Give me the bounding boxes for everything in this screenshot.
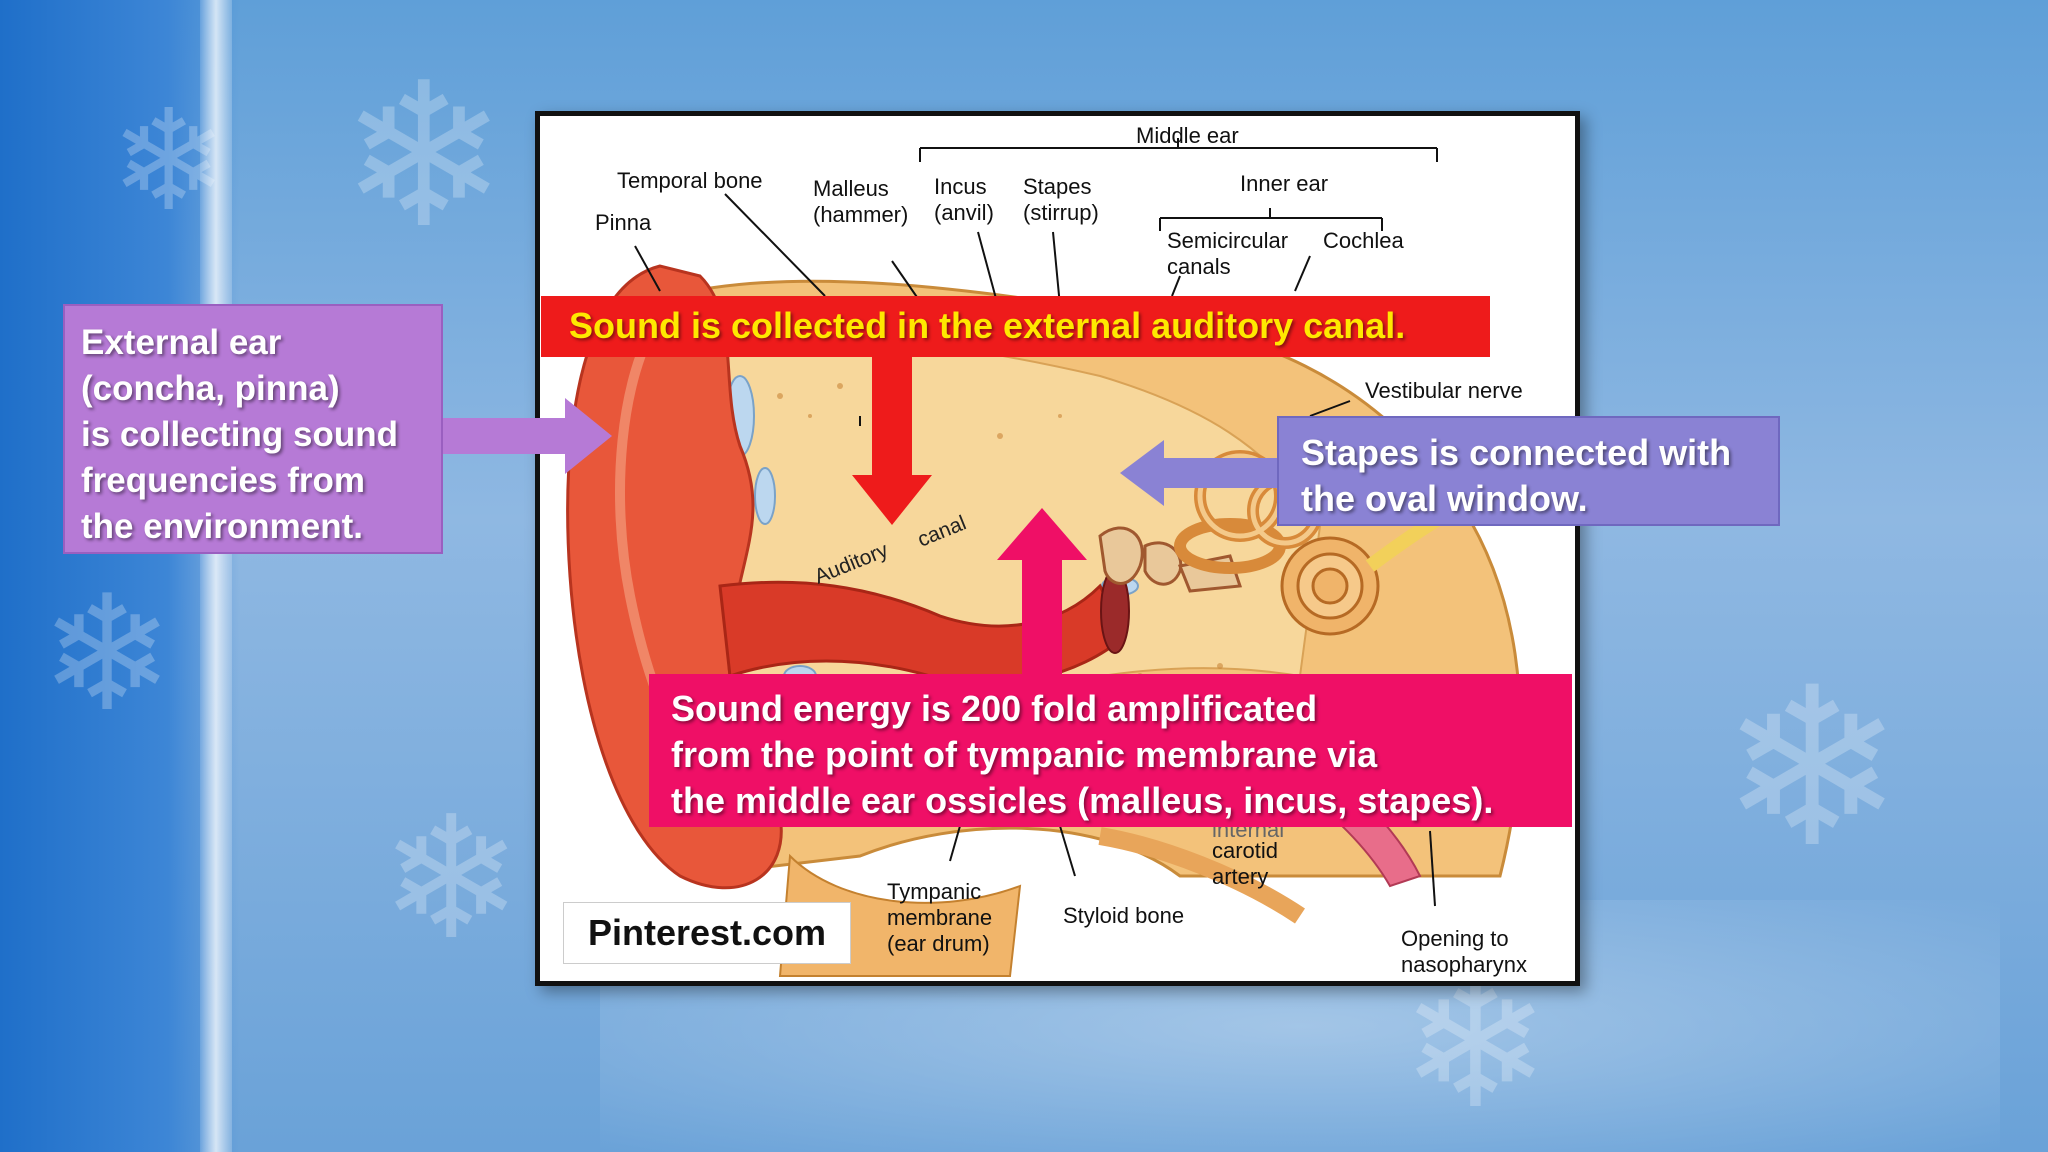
label-semicircular-canals: Semicircular canals	[1167, 228, 1289, 279]
external-ear-arrow	[440, 398, 612, 474]
amplified-callout: Sound energy is 200 fold amplificated fr…	[649, 674, 1572, 827]
label-opening-to-nasopharynx: Opening to nasopharynx	[1401, 926, 1527, 977]
collected-down-arrow	[852, 357, 932, 525]
snowflake-icon: ❄	[340, 40, 508, 273]
callout-line: the environment.	[81, 507, 363, 546]
snowflake-icon: ❄	[40, 560, 175, 747]
label-temporal-bone: Temporal bone	[617, 168, 763, 193]
callout-line: External ear	[81, 323, 282, 362]
external-ear-callout: External ear (concha, pinna) is collecti…	[63, 304, 443, 554]
label-cochlea: Cochlea	[1323, 228, 1404, 253]
label-pinna: Pinna	[595, 210, 652, 235]
label-stapes: Stapes (stirrup)	[1023, 174, 1099, 225]
label-malleus: Malleus (hammer)	[813, 176, 909, 227]
stapes-arrow	[1120, 440, 1280, 506]
label-middle-ear: Middle ear	[1136, 123, 1239, 148]
callout-line: Stapes is connected with	[1301, 432, 1732, 473]
source-label: Pinterest.com	[563, 902, 851, 964]
label-inner-ear: Inner ear	[1240, 171, 1329, 196]
amplified-up-arrow	[997, 508, 1087, 676]
callout-line: frequencies from	[81, 461, 365, 500]
callout-line: the oval window.	[1301, 478, 1588, 519]
label-styloid-bone: Styloid bone	[1063, 903, 1185, 928]
callout-line: Sound is collected in the external audit…	[569, 305, 1406, 346]
callout-line: is collecting sound	[81, 415, 398, 454]
label-tympanic-membrane: Tympanic membrane (ear drum)	[887, 879, 993, 956]
snowflake-icon: ❄	[110, 80, 228, 243]
label-incus: Incus (anvil)	[934, 174, 994, 225]
callout-line: Sound energy is 200 fold amplificated	[671, 688, 1318, 729]
callout-line: from the point of tympanic membrane via	[671, 734, 1378, 775]
background-light-stripe	[200, 0, 232, 1152]
stapes-callout: Stapes is connected with the oval window…	[1277, 416, 1780, 526]
snowflake-icon: ❄	[1720, 640, 1905, 896]
label-carotid-artery: carotid artery	[1212, 838, 1279, 889]
callout-line: the middle ear ossicles (malleus, incus,…	[671, 780, 1494, 821]
collected-callout: Sound is collected in the external audit…	[541, 296, 1490, 357]
snowflake-icon: ❄	[380, 780, 523, 978]
label-vestibular-nerve: Vestibular nerve	[1365, 378, 1523, 403]
callout-line: (concha, pinna)	[81, 369, 340, 408]
